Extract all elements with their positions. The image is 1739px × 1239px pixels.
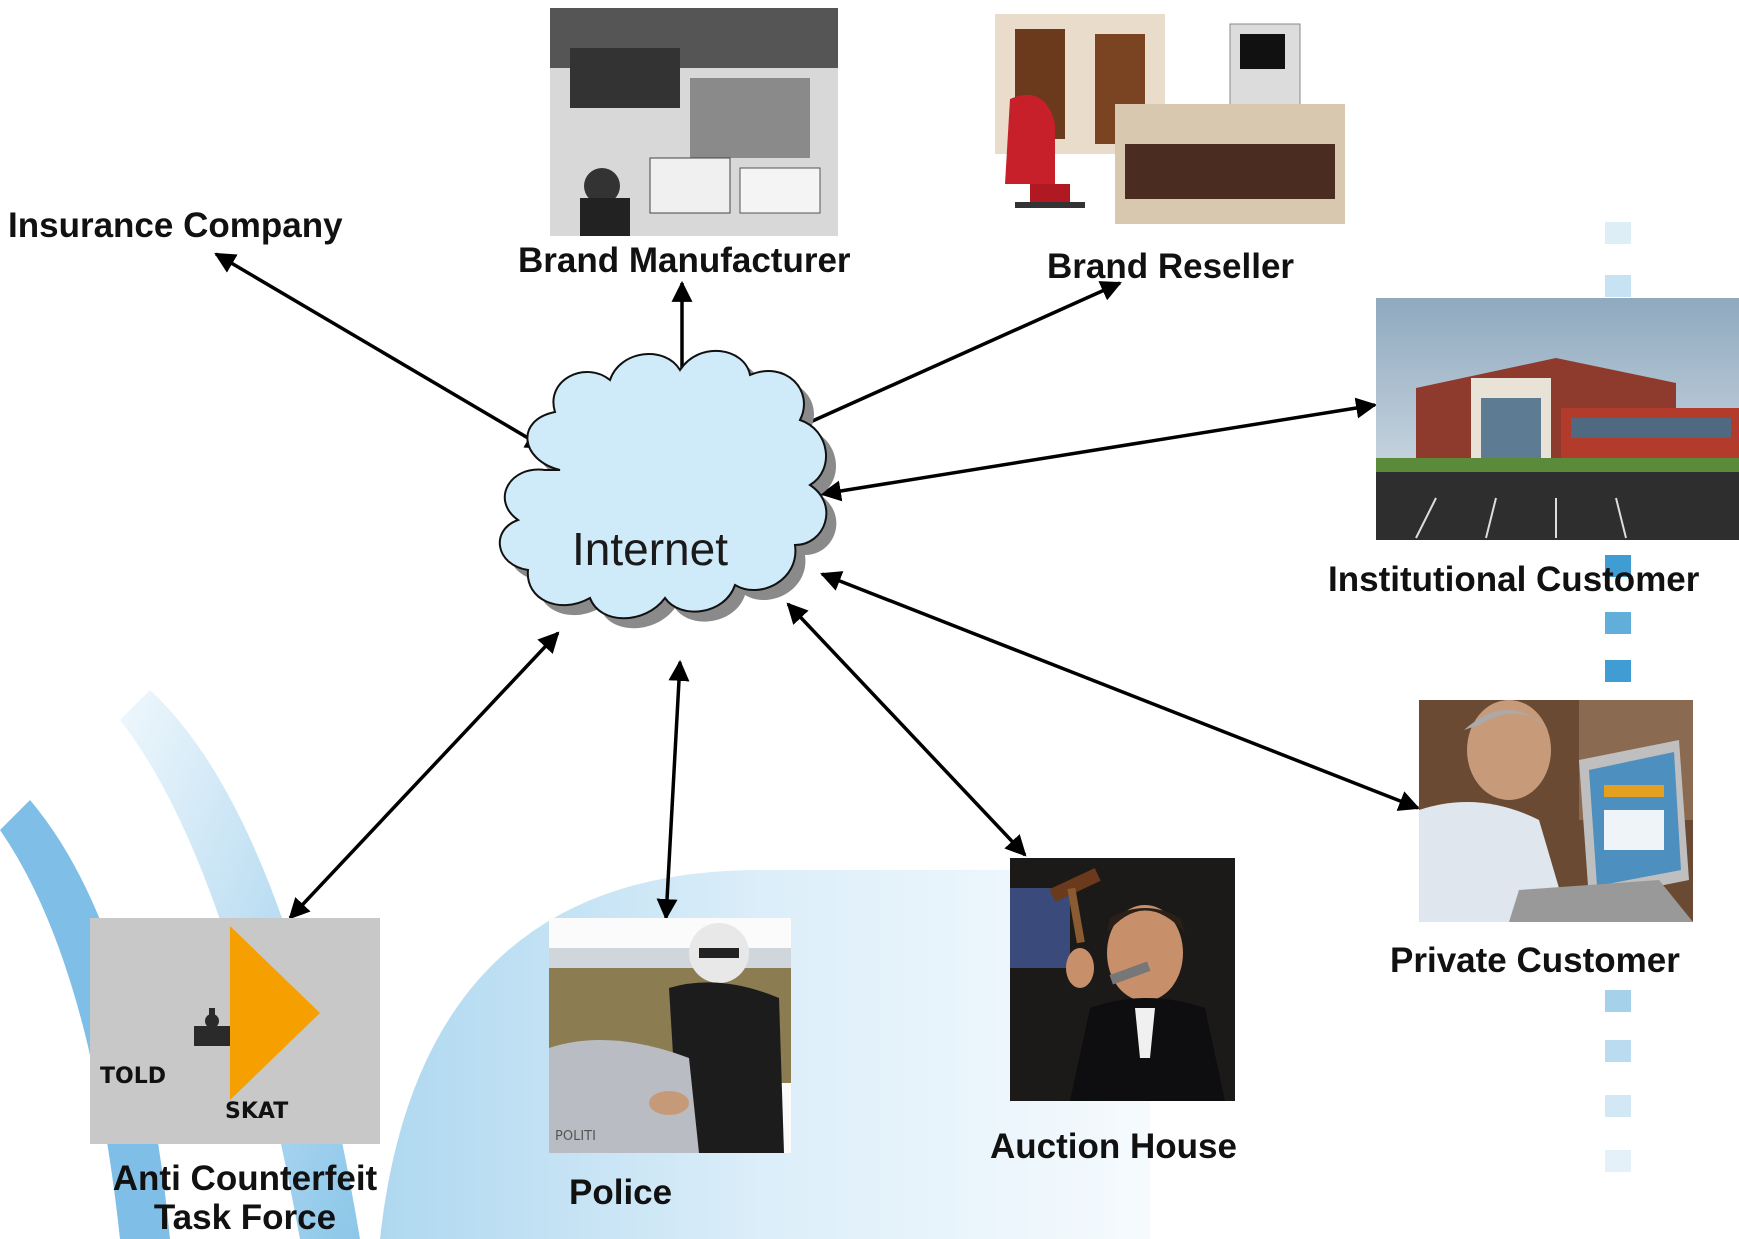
reseller-label: Brand Reseller	[1047, 247, 1295, 286]
link-private	[820, 571, 1420, 811]
factory-photo	[550, 8, 838, 236]
link-reseller	[786, 281, 1122, 434]
internet-label: Internet	[572, 523, 728, 575]
logo-text-skat: SKAT	[225, 1099, 288, 1124]
toldskat-logo: TOLD SKAT	[90, 918, 380, 1144]
furniture-photo	[985, 14, 1355, 232]
private-label: Private Customer	[1390, 941, 1680, 980]
police-photo: POLITI	[549, 918, 791, 1153]
link-auction	[786, 602, 1027, 857]
insurance-label: Insurance Company	[8, 206, 343, 245]
side-squares	[1605, 222, 1631, 1172]
crown-icon	[194, 1008, 230, 1046]
task-force-label-line1: Anti Counterfeit	[112, 1159, 378, 1198]
manufacturer-label: Brand Manufacturer	[518, 241, 851, 280]
task-force-label: Anti Counterfeit Task Force	[100, 1159, 390, 1237]
building-photo	[1376, 298, 1739, 540]
link-task-force	[288, 631, 560, 920]
internet-cloud-shape	[498, 349, 828, 620]
link-police	[656, 659, 690, 921]
police-label: Police	[569, 1173, 673, 1212]
auctioneer-photo	[1010, 858, 1235, 1101]
institutional-label: Institutional Customer	[1328, 560, 1700, 599]
laptop-user-photo	[1419, 700, 1693, 922]
link-insurance	[214, 252, 547, 450]
link-institutional	[819, 397, 1378, 502]
logo-text-told: TOLD	[100, 1064, 166, 1089]
task-force-label-line2: Task Force	[153, 1197, 337, 1237]
auction-label: Auction House	[990, 1127, 1237, 1166]
police-photo-caption: POLITI	[555, 1129, 596, 1144]
